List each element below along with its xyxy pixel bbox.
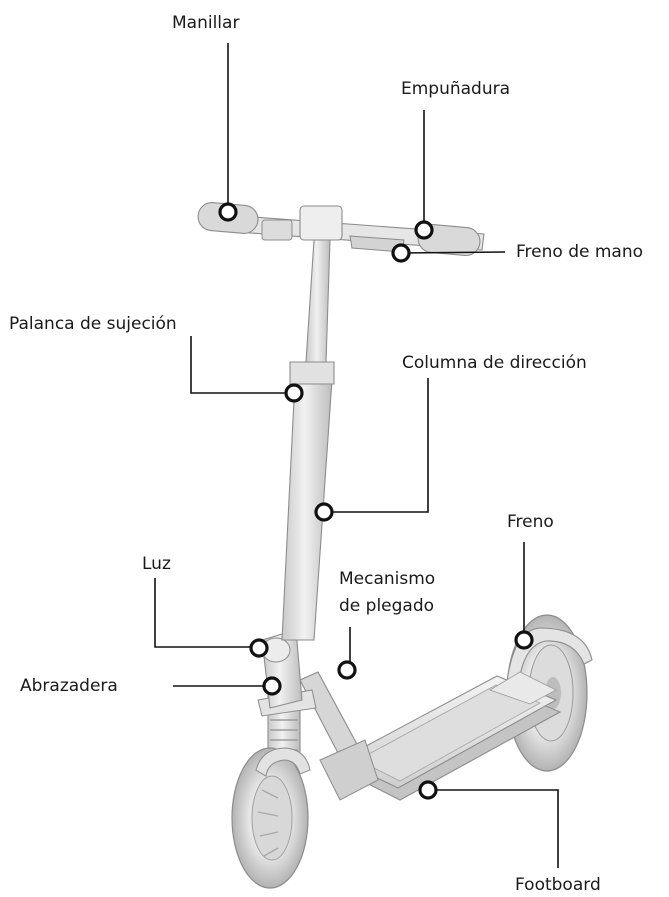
label-freno: Freno	[507, 512, 554, 532]
marker-abrazadera	[262, 676, 282, 696]
deck	[338, 671, 562, 801]
marker-freno	[514, 630, 534, 650]
label-palanca-de-sujecion: Palanca de sujeción	[9, 314, 177, 334]
handlebar	[197, 202, 485, 257]
upper-stem	[305, 239, 331, 363]
marker-mecanismo	[337, 660, 357, 680]
marker-palanca	[284, 383, 304, 403]
leader-lines	[154, 43, 559, 868]
front-wheel	[231, 747, 311, 889]
marker-luz	[249, 638, 269, 658]
clamp-collar	[289, 361, 335, 385]
marker-empunadura	[414, 220, 434, 240]
leader-columna	[324, 378, 429, 513]
leader-footboard	[430, 789, 559, 868]
leader-palanca	[190, 336, 294, 394]
label-footboard: Footboard	[515, 875, 601, 895]
label-luz: Luz	[142, 554, 171, 574]
label-abrazadera: Abrazadera	[20, 676, 118, 696]
label-mecanismo-line2: de plegado	[339, 596, 435, 616]
marker-columna	[314, 502, 334, 522]
marker-freno-de-mano	[391, 243, 411, 263]
callout-markers	[218, 202, 534, 800]
marker-manillar	[218, 202, 238, 222]
label-manillar: Manillar	[172, 13, 240, 33]
marker-footboard	[418, 780, 438, 800]
leader-luz	[154, 578, 258, 648]
leader-freno-de-mano	[400, 251, 506, 254]
label-freno-de-mano: Freno de mano	[516, 242, 644, 262]
label-empunadura: Empuñadura	[401, 79, 511, 99]
label-columna-de-direccion: Columna de dirección	[402, 353, 587, 373]
label-mecanismo-line1: Mecanismo	[339, 569, 436, 589]
scooter-illustration	[197, 202, 593, 889]
